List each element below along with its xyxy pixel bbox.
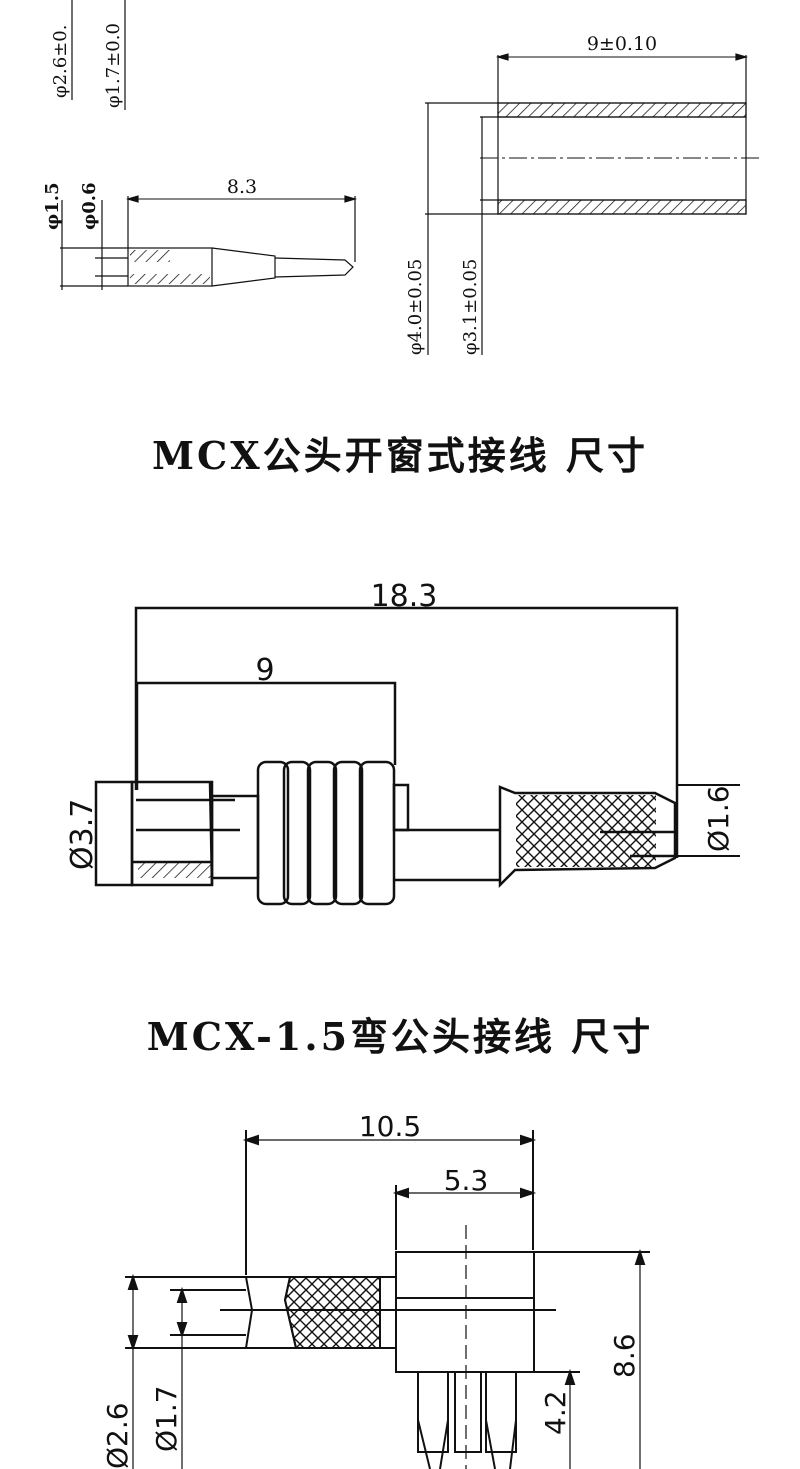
cable-dia-label: Ø1.6 bbox=[702, 785, 735, 852]
heading-straight-male: MCX公头开窗式接线 尺寸 bbox=[151, 433, 649, 478]
overall-length-label: 18.3 bbox=[371, 579, 438, 614]
body-dia-label: Ø3.7 bbox=[65, 799, 100, 870]
cable-inner-dia-label: Ø1.7 bbox=[150, 1385, 183, 1452]
bend-overall-length-label: 10.5 bbox=[359, 1110, 421, 1143]
tube-outer-dia-label: φ4.0±0.05 bbox=[405, 259, 426, 355]
section1-drawing bbox=[60, 0, 760, 355]
cable-outer-dia-label: Ø2.6 bbox=[101, 1402, 134, 1469]
body-length-label: 9 bbox=[255, 653, 274, 688]
section2-drawing bbox=[94, 606, 740, 906]
pin-length-label: 8.3 bbox=[227, 176, 257, 198]
pin-outer-dia-label: φ1.5 bbox=[42, 182, 63, 230]
partial-dia-a: φ2.6±0. bbox=[50, 25, 71, 99]
head-width-label: 5.3 bbox=[444, 1164, 489, 1197]
tube-length-label: 9±0.10 bbox=[587, 33, 657, 55]
tube-inner-dia-label: φ3.1±0.05 bbox=[460, 259, 481, 355]
contact-pin bbox=[60, 195, 358, 290]
partial-dia-b: φ1.7±0.0 bbox=[103, 23, 124, 108]
section3-drawing bbox=[125, 1130, 650, 1469]
crimp-tube bbox=[425, 53, 760, 355]
height-label: 8.6 bbox=[608, 1333, 641, 1378]
leg-height-label: 4.2 bbox=[539, 1390, 572, 1435]
heading-right-angle-male: MCX-1.5弯公头接线 尺寸 bbox=[146, 1014, 654, 1059]
pin-inner-dia-label: φ0.6 bbox=[79, 182, 100, 230]
